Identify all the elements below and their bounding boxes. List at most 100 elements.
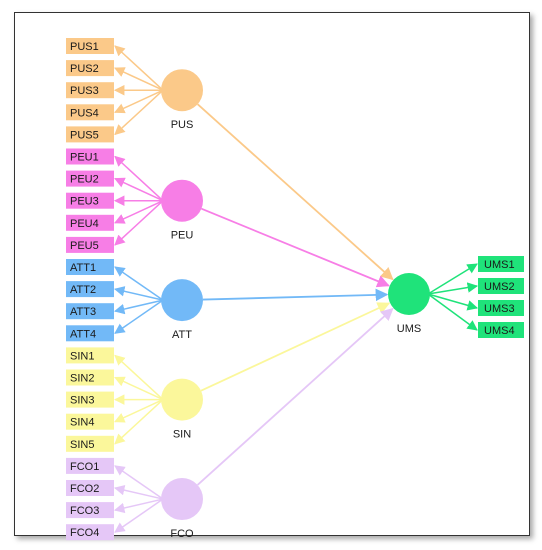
indicator-box: FCO1 xyxy=(66,457,114,474)
loading-arrow xyxy=(114,200,164,246)
indicator-rect xyxy=(66,82,114,99)
indicator-rect xyxy=(66,38,114,54)
loading-arrow xyxy=(114,155,164,202)
indicator-rect xyxy=(66,435,114,452)
construct-circle xyxy=(161,378,203,421)
indicator-box: ATT4 xyxy=(66,325,114,342)
indicator-box: UMS2 xyxy=(478,278,524,294)
indicator-box: FCO3 xyxy=(66,502,114,519)
construct-node: SIN xyxy=(161,378,203,441)
construct-label: PEU xyxy=(171,230,194,242)
indicator-rect xyxy=(66,104,114,121)
indicator-label: ATT1 xyxy=(70,262,96,274)
indicator-label: PEU5 xyxy=(70,240,99,252)
indicator-box: UMS3 xyxy=(478,300,524,316)
indicator-box: UMS4 xyxy=(478,322,524,338)
indicator-box: SIN3 xyxy=(66,391,114,408)
indicator-box: PEU5 xyxy=(66,236,114,253)
indicator-label: SIN2 xyxy=(70,373,94,385)
structural-path xyxy=(197,103,394,281)
construct-circle xyxy=(161,478,203,521)
loading-arrow xyxy=(427,282,479,295)
indicator-box: PEU1 xyxy=(66,148,114,165)
indicator-box: PUS3 xyxy=(66,82,114,99)
structural-path xyxy=(202,288,389,302)
loading-arrow xyxy=(114,498,164,533)
structural-path xyxy=(200,302,391,392)
indicator-box: PUS5 xyxy=(66,126,114,143)
indicator-box: ATT2 xyxy=(66,281,114,298)
indicator-rect xyxy=(66,259,114,275)
indicator-label: SIN4 xyxy=(70,417,94,429)
indicator-box: SIN5 xyxy=(66,435,114,452)
construct-node: ATT xyxy=(161,279,203,341)
construct-circle xyxy=(161,69,203,112)
indicator-rect xyxy=(66,148,114,165)
loading-arrow xyxy=(427,293,478,331)
indicator-label: PUS4 xyxy=(70,107,99,119)
loading-arrow xyxy=(114,398,164,423)
indicator-rect xyxy=(66,413,114,430)
construct-label: ATT xyxy=(172,329,192,341)
loading-arrow xyxy=(114,354,164,401)
indicator-label: ATT2 xyxy=(70,284,96,296)
indicator-box: FCO2 xyxy=(66,480,114,496)
indicator-box: PUS4 xyxy=(66,104,114,121)
indicator-label: SIN1 xyxy=(70,350,94,362)
indicator-rect xyxy=(66,369,114,386)
indicator-label: PEU3 xyxy=(70,196,99,208)
indicator-label: FCO3 xyxy=(70,505,99,517)
indicator-box: SIN2 xyxy=(66,369,114,386)
indicator-label: PUS1 xyxy=(70,41,99,53)
indicator-box: PUS2 xyxy=(66,60,114,77)
loading-arrow xyxy=(113,286,164,301)
loading-arrow xyxy=(113,498,164,514)
structural-path xyxy=(196,307,394,486)
loading-arrow xyxy=(114,67,164,91)
indicator-rect xyxy=(66,303,114,320)
connector-layer xyxy=(113,45,479,533)
construct-node: PEU xyxy=(161,179,203,242)
indicator-box: SIN4 xyxy=(66,413,114,430)
indicator-rect xyxy=(478,278,524,294)
indicator-rect xyxy=(66,214,114,231)
indicator-rect xyxy=(66,325,114,342)
indicator-label: PEU1 xyxy=(70,152,99,164)
indicator-rect xyxy=(66,480,114,496)
indicator-rect xyxy=(66,391,114,408)
indicator-rect xyxy=(66,236,114,253)
indicator-label: UMS3 xyxy=(484,303,515,315)
indicator-rect xyxy=(478,322,524,338)
loading-arrow xyxy=(427,293,479,311)
indicator-label: PUS3 xyxy=(70,85,99,97)
indicator-box: PUS1 xyxy=(66,38,114,54)
loading-arrow xyxy=(427,263,478,295)
indicator-rect xyxy=(478,300,524,316)
loading-arrow xyxy=(113,299,164,315)
indicator-box: PEU4 xyxy=(66,214,114,231)
indicator-rect xyxy=(66,126,114,143)
indicator-box: UMS1 xyxy=(478,256,524,272)
construct-node: FCO xyxy=(161,478,203,540)
loading-arrow xyxy=(114,177,164,202)
construct-label: SIN xyxy=(173,429,191,441)
indicator-box: ATT3 xyxy=(66,303,114,320)
indicator-label: FCO1 xyxy=(70,461,99,473)
loading-arrow xyxy=(114,45,164,91)
construct-label: FCO xyxy=(170,528,194,540)
indicator-label: PUS5 xyxy=(70,129,99,141)
loading-arrow xyxy=(114,89,164,136)
indicator-label: ATT4 xyxy=(70,328,96,340)
indicator-box: PEU3 xyxy=(66,192,114,209)
indicator-label: PUS2 xyxy=(70,63,99,75)
loading-arrow xyxy=(114,299,164,334)
indicator-box: PEU2 xyxy=(66,170,114,187)
indicator-rect xyxy=(478,256,524,272)
loading-arrow xyxy=(114,465,164,500)
indicator-label: UMS1 xyxy=(484,259,515,271)
construct-label: UMS xyxy=(397,323,421,335)
indicator-rect xyxy=(66,347,114,364)
construct-circle xyxy=(388,273,430,315)
indicator-rect xyxy=(66,502,114,519)
